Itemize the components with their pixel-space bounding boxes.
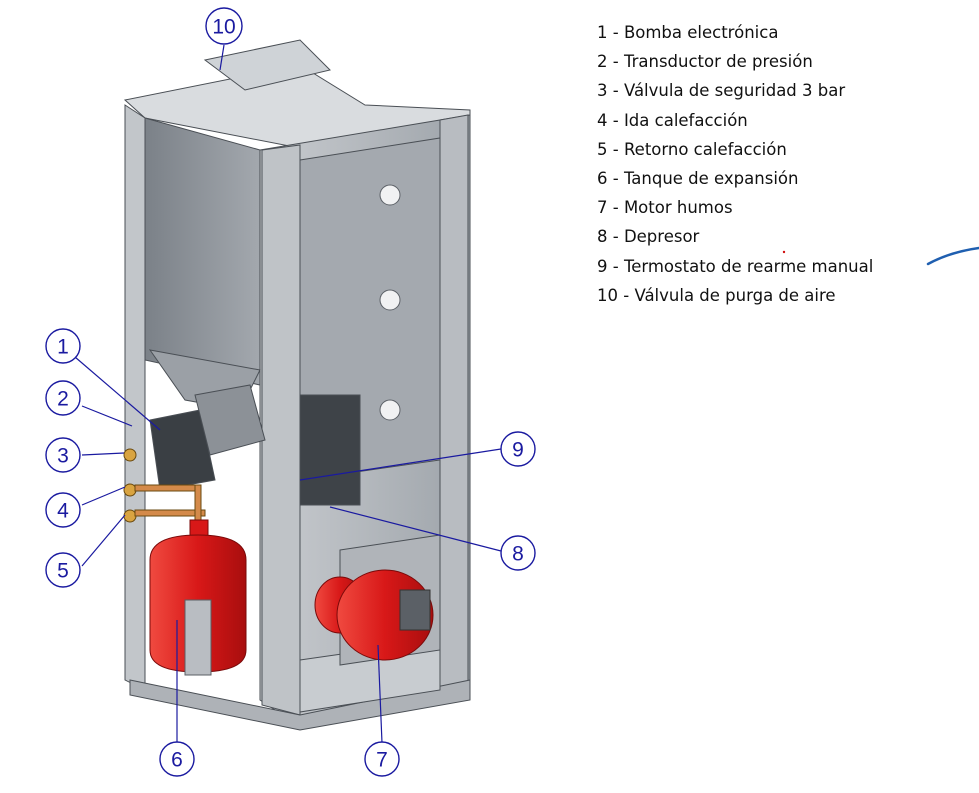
callout-1: 1 <box>45 328 81 364</box>
callout-2-label: 2 <box>57 388 69 411</box>
callout-3: 3 <box>45 437 81 473</box>
callout-4: 4 <box>45 492 81 528</box>
callout-9: 9 <box>500 431 536 467</box>
legend-item-5: 5 - Retorno calefacción <box>597 139 787 159</box>
panel-ports <box>379 184 401 421</box>
legend-item-2: 2 - Transductor de presión <box>597 52 813 72</box>
expansion-tank <box>149 519 247 676</box>
legend-item-9: 9 - Termostato de rearme manual <box>597 256 874 276</box>
fume-motor <box>314 569 434 661</box>
parts-legend: 1 - Bomba electrónica 2 - Transductor de… <box>597 18 873 310</box>
callout-2: 2 <box>45 380 81 416</box>
callout-9-label: 9 <box>512 439 524 462</box>
legend-item-10: 10 - Válvula de purga de aire <box>597 285 836 305</box>
leader-lines <box>74 44 502 744</box>
callout-10: 10 <box>205 7 243 45</box>
callout-6-label: 6 <box>171 749 183 772</box>
callout-8-label: 8 <box>512 543 524 566</box>
callout-5-label: 5 <box>57 560 69 583</box>
callout-4-label: 4 <box>57 500 69 523</box>
legend-item-8: 8 - Depresor <box>597 227 700 247</box>
callout-10-label: 10 <box>212 16 235 39</box>
callout-8: 8 <box>500 535 536 571</box>
legend-item-7: 7 - Motor humos <box>597 198 733 218</box>
callout-6: 6 <box>159 741 195 777</box>
callout-1-label: 1 <box>57 336 69 359</box>
boiler-frame <box>123 39 471 731</box>
callout-5: 5 <box>45 552 81 588</box>
callout-7: 7 <box>364 741 400 777</box>
legend-item-6: 6 - Tanque de expansión <box>597 169 799 189</box>
legend-item-1: 1 - Bomba electrónica <box>597 23 779 42</box>
annotation-dot <box>782 250 786 254</box>
callout-3-label: 3 <box>57 445 69 468</box>
pipe-fittings <box>123 448 206 526</box>
callout-7-label: 7 <box>376 749 388 772</box>
legend-item-4: 4 - Ida calefacción <box>597 110 748 130</box>
legend-item-3: 3 - Válvula de seguridad 3 bar <box>597 81 846 101</box>
hand-drawn-mark <box>926 246 979 266</box>
